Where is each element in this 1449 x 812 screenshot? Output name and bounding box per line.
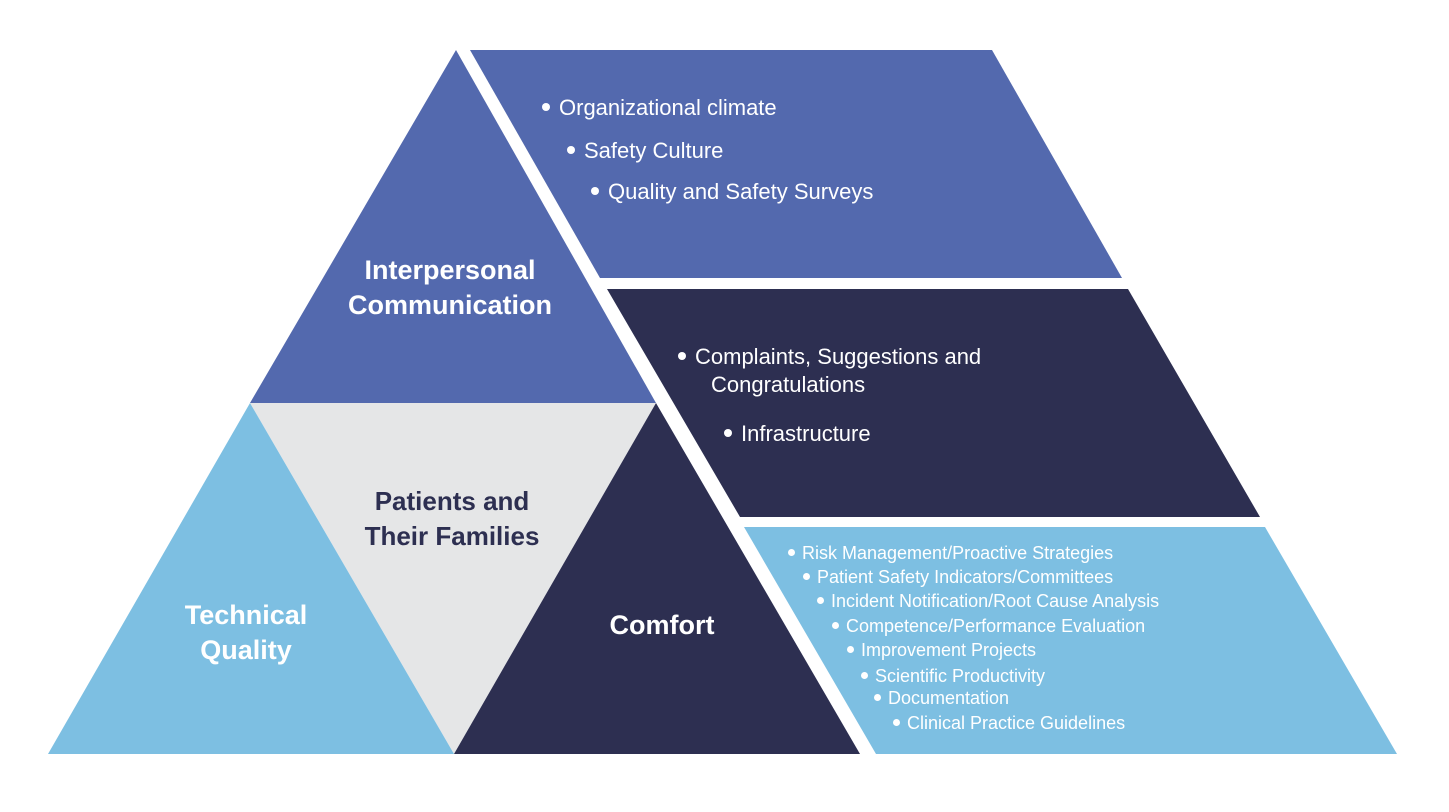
patients-families-triangle [250, 403, 656, 754]
bullet-improvement-projects: Improvement Projects [847, 638, 1036, 662]
risk-management-panel [744, 527, 1397, 754]
bullet-text: Patient Safety Indicators/Committees [817, 567, 1114, 587]
bullet-text: Complaints, Suggestions and [695, 344, 982, 369]
bullet-text: Clinical Practice Guidelines [907, 713, 1126, 733]
label-line: Technical [184, 600, 308, 630]
comfort-label: Comfort [610, 608, 715, 643]
bullet-dot-icon [861, 671, 868, 679]
label-line: Communication [347, 290, 553, 320]
bullet-text: Scientific Productivity [875, 666, 1046, 686]
bullet-text: Incident Notification/Root Cause Analysi… [831, 591, 1160, 611]
label-line: Quality [200, 635, 292, 665]
patients-families-label: Patients and Their Families [365, 484, 540, 554]
organizational-climate-panel [470, 50, 1122, 278]
bullet-dot-icon [788, 548, 795, 556]
bullet-organizational-climate: Organizational climate [542, 94, 777, 122]
label-line: Comfort [609, 610, 715, 640]
bullet-competence-evaluation: Competence/Performance Evaluation [832, 614, 1145, 638]
bullet-dot-icon [803, 572, 810, 580]
label-line: Their Families [364, 521, 540, 551]
bullet-dot-icon [724, 429, 732, 438]
bullet-text: Infrastructure [741, 421, 871, 446]
bullet-quality-safety-surveys: Quality and Safety Surveys [591, 178, 873, 206]
bullet-text-continuation: Congratulations [711, 372, 866, 397]
technical-quality-label: Technical Quality [185, 598, 308, 668]
bullet-dot-icon [893, 718, 900, 726]
interpersonal-communication-triangle [250, 50, 656, 403]
bullet-documentation: Documentation [874, 686, 1009, 710]
bullet-dot-icon [542, 103, 550, 112]
bullet-text: Competence/Performance Evaluation [846, 616, 1146, 636]
bullet-text: Organizational climate [559, 95, 777, 120]
bullet-dot-icon [874, 693, 881, 701]
bullet-dot-icon [591, 187, 599, 196]
bullet-dot-icon [817, 596, 824, 604]
bullet-infrastructure: Infrastructure [724, 420, 871, 448]
bullet-dot-icon [847, 645, 854, 653]
bullet-text: Improvement Projects [861, 640, 1037, 660]
bullet-incident-notification: Incident Notification/Root Cause Analysi… [817, 589, 1159, 613]
complaints-infrastructure-panel [607, 289, 1260, 517]
comfort-triangle [454, 403, 860, 754]
bullet-risk-management: Risk Management/Proactive Strategies [788, 541, 1113, 565]
bullet-patient-safety-indicators: Patient Safety Indicators/Committees [803, 565, 1113, 589]
interpersonal-communication-label: Interpersonal Communication [348, 253, 552, 323]
bullet-clinical-guidelines: Clinical Practice Guidelines [893, 711, 1125, 735]
bullet-text: Safety Culture [584, 138, 724, 163]
label-line: Patients and [374, 486, 530, 516]
bullet-complaints-suggestions: Complaints, Suggestions and Congratulati… [678, 343, 981, 399]
label-line: Interpersonal [364, 255, 536, 285]
bullet-text: Quality and Safety Surveys [608, 179, 874, 204]
bullet-dot-icon [832, 621, 839, 629]
bullet-safety-culture: Safety Culture [567, 137, 723, 165]
bullet-dot-icon [567, 146, 575, 155]
bullet-dot-icon [678, 352, 686, 361]
bullet-text: Documentation [888, 688, 1010, 708]
bullet-scientific-productivity: Scientific Productivity [861, 664, 1045, 688]
bullet-text: Risk Management/Proactive Strategies [802, 543, 1114, 563]
technical-quality-triangle [48, 403, 454, 754]
